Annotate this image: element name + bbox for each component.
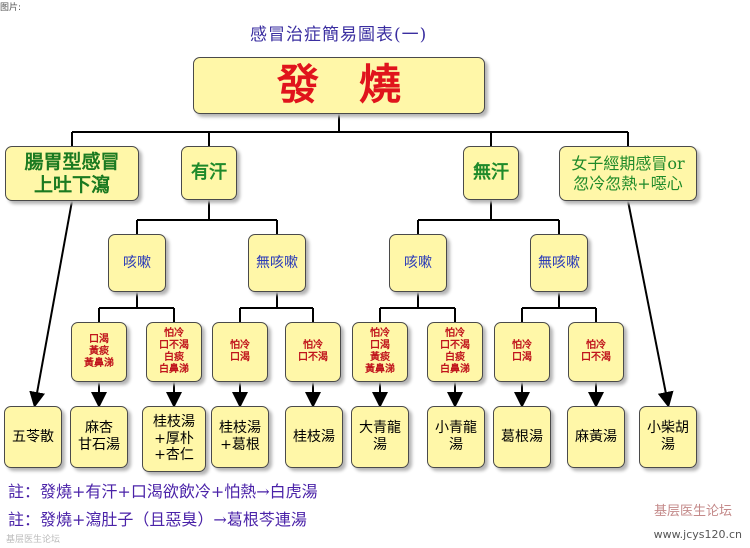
- symptom-text: 口渴: [230, 352, 250, 363]
- symptom-text: 怕冷: [164, 328, 184, 339]
- arrow-female: [627, 200, 674, 408]
- prescription-box: 葛根湯: [493, 406, 551, 468]
- symptom-text: 怕冷: [303, 340, 323, 351]
- prescription-text: 小柴胡: [647, 420, 689, 437]
- symptom-box: 怕冷 口渴 黃痰 黃鼻涕: [352, 322, 408, 382]
- node-gastro-cold: 腸胃型感冒 上吐下瀉: [5, 146, 139, 201]
- root-node-fever: 發燒: [193, 57, 485, 114]
- symptom-box: 口渴 黃痰 黃鼻涕: [71, 322, 127, 382]
- symptom-text: 口渴: [512, 352, 532, 363]
- prescription-box: 小青龍 湯: [427, 406, 485, 468]
- node-nosweat-no-cough: 無咳嗽: [530, 234, 588, 292]
- symptom-text: 怕冷: [370, 328, 390, 339]
- note-line-2: 註：發燒+瀉肚子（且惡臭）→葛根芩連湯: [8, 510, 307, 529]
- symptom-text: 白鼻涕: [440, 364, 470, 375]
- symptom-box: 怕冷 口不渴: [568, 322, 624, 382]
- prescription-text: +葛根: [220, 437, 260, 453]
- symptom-text: 口不渴: [159, 340, 189, 351]
- prescription-text: 葛根湯: [501, 428, 543, 445]
- node-female-cold: 女子經期感冒or 忽冷忽熱+噁心: [559, 146, 697, 201]
- symptom-text: 口不渴: [298, 352, 328, 363]
- node-no-sweat: 無汗: [463, 146, 519, 200]
- symptom-text: 白痰: [164, 352, 184, 363]
- note-line-1: 註：發燒+有汗+口渴欲飲冷+怕熱→白虎湯: [8, 482, 318, 501]
- watermark-left: 基层医生论坛: [6, 535, 61, 545]
- symptom-text: 怕冷: [230, 340, 250, 351]
- prescription-text: 桂枝湯: [293, 428, 335, 445]
- image-caption: 图片:: [0, 3, 22, 13]
- prescription-text: 小青龍: [435, 420, 477, 437]
- node-nosweat-cough: 咳嗽: [389, 234, 447, 292]
- symptom-text: 怕冷: [586, 340, 606, 351]
- symptom-box: 怕冷 口不渴: [285, 322, 341, 382]
- symptom-text: 黃痰: [370, 352, 390, 363]
- prescription-box: 大青龍 湯: [351, 406, 409, 468]
- prescription-box: 桂枝湯: [285, 406, 343, 468]
- symptom-text: 口不渴: [440, 340, 470, 351]
- arrow-gastro: [29, 200, 73, 408]
- node-gastro-line1: 腸胃型感冒: [24, 150, 120, 173]
- watermark-url: www.jcys120.cn: [653, 528, 742, 541]
- symptom-box: 怕冷 口不渴 白痰 白鼻涕: [427, 322, 483, 382]
- node-female-line1: 女子經期感冒or: [571, 154, 685, 174]
- symptom-text: 白痰: [445, 352, 465, 363]
- prescription-box: 麻杏 甘石湯: [70, 406, 128, 468]
- symptom-box: 怕冷 口渴: [212, 322, 268, 382]
- node-gastro-line2: 上吐下瀉: [33, 173, 110, 196]
- prescription-box: 麻黃湯: [567, 406, 625, 468]
- symptom-text: 黃痰: [89, 346, 109, 357]
- prescription-box: 小柴胡 湯: [639, 406, 697, 468]
- symptom-text: 白鼻涕: [159, 364, 189, 375]
- prescription-box: 桂枝湯 +葛根: [211, 406, 269, 468]
- prescription-text: 湯: [661, 437, 675, 453]
- prescription-text: 桂枝湯: [219, 420, 261, 437]
- symptom-text: 口渴: [89, 334, 109, 345]
- symptom-text: 口渴: [370, 340, 390, 351]
- prescription-text: +杏仁: [154, 447, 194, 464]
- symptom-text: 怕冷: [512, 340, 532, 351]
- symptom-text: 黃鼻涕: [365, 364, 395, 375]
- prescription-text: 大青龍: [359, 420, 401, 437]
- prescription-text: 麻黃湯: [575, 428, 617, 445]
- symptom-text: 黃鼻涕: [84, 358, 114, 369]
- symptom-box: 怕冷 口渴: [494, 322, 550, 382]
- prescription-box: 桂枝湯 +厚朴 +杏仁: [142, 406, 206, 472]
- node-sweat-cough: 咳嗽: [108, 234, 166, 292]
- node-female-line2: 忽冷忽熱+噁心: [573, 173, 683, 193]
- symptom-text: 口不渴: [581, 352, 611, 363]
- prescription-box: 五苓散: [4, 406, 62, 468]
- prescription-text: 湯: [449, 437, 463, 453]
- prescription-text: 五苓散: [12, 428, 54, 445]
- node-sweat-no-cough: 無咳嗽: [248, 234, 306, 292]
- node-sweat: 有汗: [181, 146, 237, 200]
- symptom-box: 怕冷 口不渴 白痰 白鼻涕: [146, 322, 202, 382]
- prescription-text: 桂枝湯: [153, 413, 195, 430]
- watermark-text: 基层医生论坛: [653, 504, 732, 519]
- prescription-text: 湯: [373, 437, 387, 453]
- prescription-text: 甘石湯: [78, 437, 120, 453]
- symptom-text: 怕冷: [445, 328, 465, 339]
- prescription-text: +厚朴: [154, 430, 194, 447]
- chart-title: 感冒治症簡易圖表(一): [250, 25, 428, 45]
- prescription-text: 麻杏: [85, 420, 113, 437]
